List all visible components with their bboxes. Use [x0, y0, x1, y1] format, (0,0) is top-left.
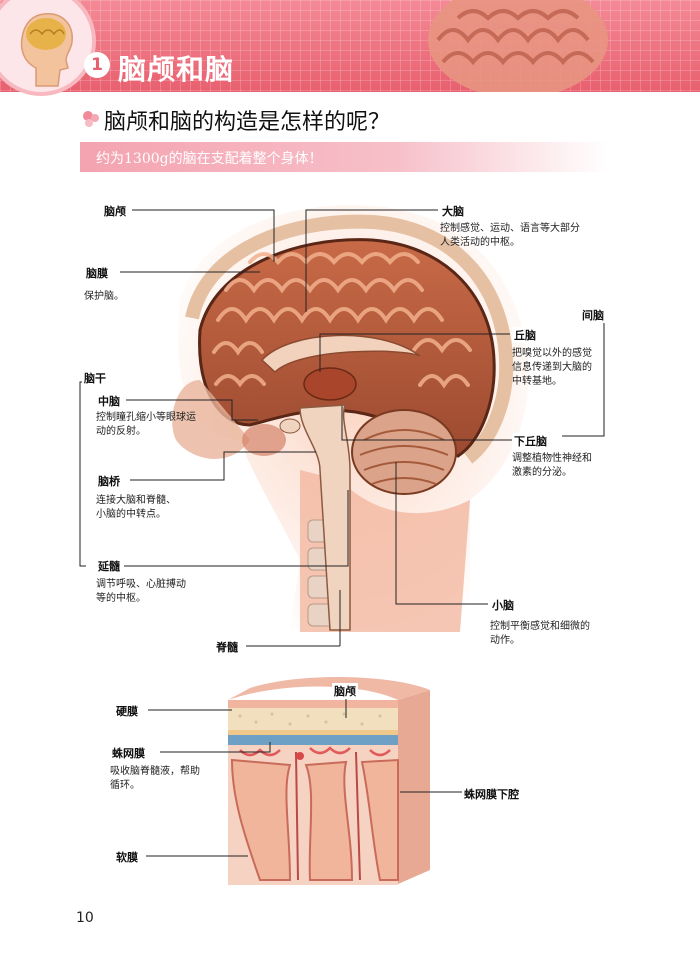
section-title: 脑颅和脑的构造是怎样的呢？ [104, 110, 391, 135]
detail-label-subarachnoid: 蛛网膜下腔 [462, 786, 521, 802]
label-midbrain: 中脑 [96, 393, 122, 409]
pons-desc: 连接大脑和脊髓、小脑的中转点。 [96, 495, 176, 520]
head-silhouette-icon [20, 13, 73, 87]
hypothalamus-desc: 调整植物性神经和激素的分泌。 [512, 453, 592, 478]
label-pons: 脑桥 [96, 473, 122, 489]
medulla-desc: 调节呼吸、心脏搏动等的中枢。 [96, 579, 186, 604]
label-thalamus: 丘脑 [512, 327, 538, 343]
label-medulla: 延髓 [96, 558, 122, 574]
label-diencephalon: 间脑 [580, 307, 606, 323]
thalamus-desc: 把嗅觉以外的感觉信息传递到大脑的中转基地。 [512, 348, 592, 387]
arachnoid-desc: 吸收脑脊髓液，帮助循环。 [110, 766, 200, 791]
midbrain-desc: 控制瞳孔缩小等眼球运动的反射。 [96, 412, 196, 437]
label-hypothalamus: 下丘脑 [512, 433, 549, 449]
cerebrum-desc: 控制感觉、运动、语言等大部分人类活动的中枢。 [440, 223, 580, 248]
meninges-desc: 保护脑。 [84, 291, 124, 302]
label-meninges: 脑膜 [84, 265, 110, 281]
subtitle-text: 约为1300g的脑在支配着整个身体！ [96, 151, 323, 167]
detail-label-arachnoid: 蛛网膜 [110, 745, 147, 761]
subtitle-bar [80, 142, 610, 172]
detail-label-pia: 软膜 [114, 849, 140, 865]
page-number: 10 [76, 910, 94, 926]
label-brainstem: 脑干 [82, 370, 108, 386]
label-skull: 脑颅 [102, 203, 128, 219]
label-cerebellum: 小脑 [490, 597, 516, 613]
chapter-title: 脑颅和脑 [118, 53, 235, 86]
chapter-number: 1 [84, 52, 110, 78]
cerebellum-desc: 控制平衡感觉和细微的动作。 [490, 621, 590, 646]
label-spinal-cord: 脊髓 [214, 639, 240, 655]
detail-label-skull: 脑颅 [332, 683, 358, 699]
detail-label-dura: 硬膜 [114, 703, 140, 719]
label-cerebrum: 大脑 [440, 203, 466, 219]
flower-icon [83, 111, 99, 127]
header-brain-decoration [428, 0, 608, 92]
